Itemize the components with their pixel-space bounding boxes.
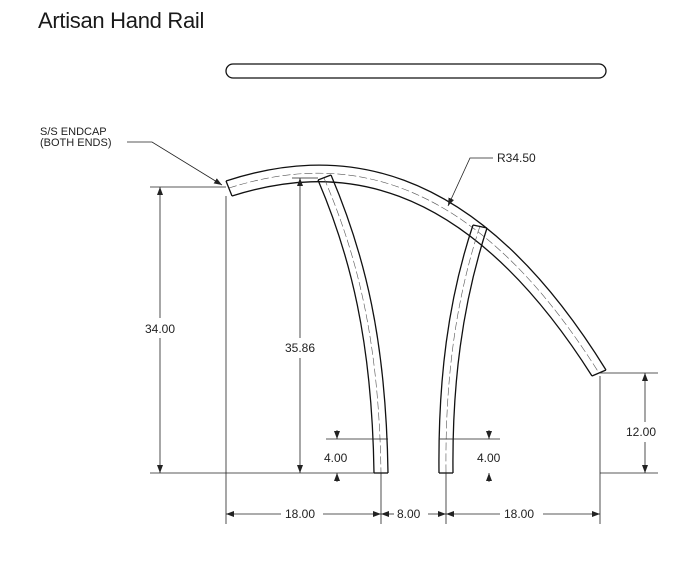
dim-post-height: 35.86 [285,177,318,473]
dim-rail-height: 34.00 [145,186,374,474]
dim-end-height: 12.00 [600,372,658,474]
dim-post-base-left: 4.00 [324,430,374,482]
dim-post-base-left-label: 4.00 [324,451,348,465]
dim-span-left-label: 18.00 [285,507,315,521]
rail-top-view [225,63,607,79]
endcap-note-line1: S/S ENDCAP [40,126,107,138]
dim-span-middle: 8.00 [381,507,446,521]
drawing-title: Artisan Hand Rail [38,8,205,33]
endcap-note-line2: (BOTH ENDS) [40,137,112,149]
arched-rail [225,164,607,377]
radius-label: R34.50 [497,151,536,165]
dim-end-height-label: 12.00 [626,425,656,439]
horizontal-extension-lines [225,196,601,524]
dim-span-left: 18.00 [226,507,381,521]
right-post [438,224,488,474]
endcap-callout: S/S ENDCAP (BOTH ENDS) [40,126,223,186]
dim-span-right: 18.00 [446,507,600,521]
radius-callout: R34.50 [447,151,536,207]
dim-post-base-right: 4.00 [453,430,501,482]
left-post [317,174,389,474]
dim-post-height-label: 35.86 [285,341,315,355]
dim-span-middle-label: 8.00 [397,507,421,521]
dim-post-base-right-label: 4.00 [477,451,501,465]
dim-rail-height-label: 34.00 [145,322,175,336]
dim-span-right-label: 18.00 [504,507,534,521]
